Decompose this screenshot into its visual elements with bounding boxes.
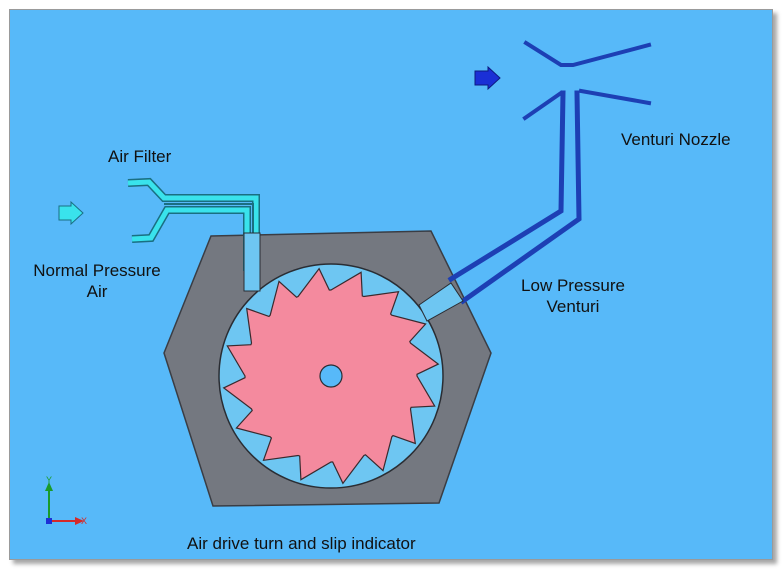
diagram-canvas: Y X <box>45 40 652 526</box>
diagram-caption: Air drive turn and slip indicator <box>187 534 416 553</box>
venturi-nozzle <box>522 40 652 121</box>
normal-pressure-air-label: Normal Pressure Air <box>22 260 172 302</box>
air-filter-label: Air Filter <box>108 147 172 166</box>
flow-arrow-in-icon <box>58 200 84 226</box>
normal-pressure-line1: Normal Pressure <box>33 261 161 280</box>
rotor-hub <box>319 364 343 388</box>
inlet-slot <box>243 232 261 292</box>
axis-y-label: Y <box>46 475 52 485</box>
diagram-viewport: Y X Air Filter Normal Pressure Air Ventu… <box>9 9 773 560</box>
low-pressure-venturi-label: Low Pressure Venturi <box>508 275 638 317</box>
outlet-channel <box>418 282 464 322</box>
filter-duct <box>127 177 260 286</box>
axis-triad-icon: Y X <box>45 475 87 526</box>
venturi-nozzle-label: Venturi Nozzle <box>621 130 731 149</box>
low-pressure-line1: Low Pressure <box>521 276 625 295</box>
venturi-duct <box>447 90 582 305</box>
normal-pressure-line2: Air <box>86 282 108 301</box>
low-pressure-line2: Venturi <box>546 297 600 316</box>
axis-x-label: X <box>81 516 87 526</box>
flow-arrow-out-icon <box>474 65 501 91</box>
